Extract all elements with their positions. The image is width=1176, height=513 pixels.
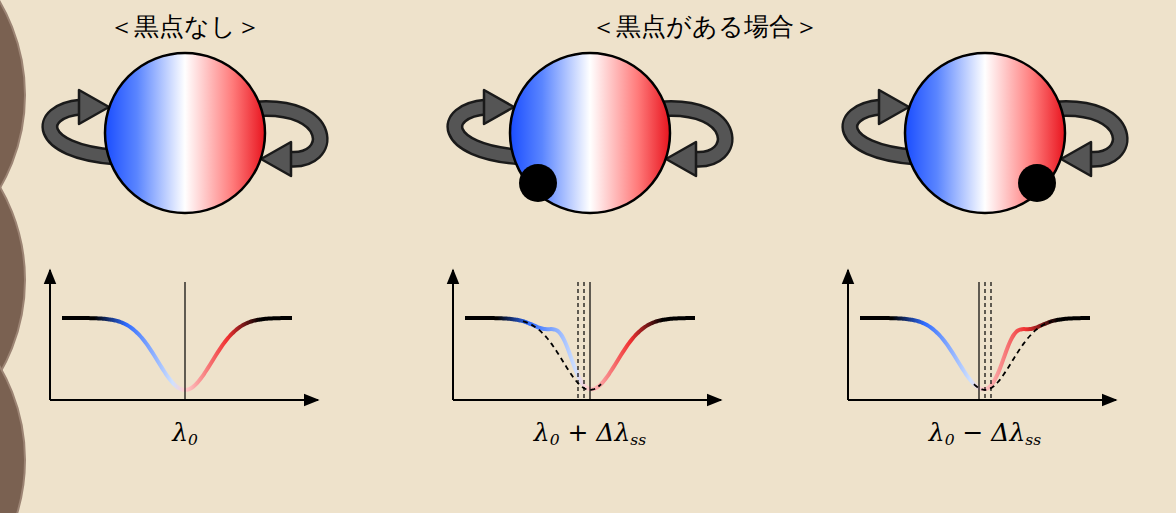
rotation-arrowhead (1061, 142, 1091, 176)
shifted-line (583, 282, 584, 400)
rotation-arrowhead (879, 90, 909, 124)
star (905, 53, 1065, 213)
center-line (978, 282, 979, 400)
side-decoration (0, 275, 25, 513)
original-profile (974, 321, 1052, 390)
wavelength-label: λ0 + Δλss (534, 418, 646, 449)
line-profile (62, 318, 292, 390)
center-line (589, 282, 590, 400)
rotation-arrowhead (666, 142, 696, 176)
y-axis (49, 270, 51, 400)
star (510, 53, 670, 213)
wavelength-label: λ0 − Δλss (929, 418, 1041, 449)
original-profile (523, 321, 601, 390)
rotation-arrowhead (261, 142, 291, 176)
x-axis (848, 399, 1116, 401)
line-profile (860, 318, 1090, 389)
starspot (519, 164, 557, 202)
star (105, 53, 265, 213)
shifted-line (577, 282, 578, 400)
heading: ＜黒点がある場合＞ (591, 10, 819, 43)
line-profile (465, 318, 695, 389)
x-axis (50, 399, 318, 401)
center-line (184, 282, 185, 400)
x-axis (453, 399, 721, 401)
y-axis (847, 270, 849, 400)
wavelength-label: λ0 (172, 418, 198, 449)
shifted-line (984, 282, 985, 400)
y-axis (452, 270, 454, 400)
shifted-line (990, 282, 991, 400)
heading: ＜黒点なし＞ (109, 10, 261, 43)
starspot (1018, 164, 1056, 202)
rotation-arrowhead (79, 90, 109, 124)
rotation-arrowhead (484, 90, 514, 124)
